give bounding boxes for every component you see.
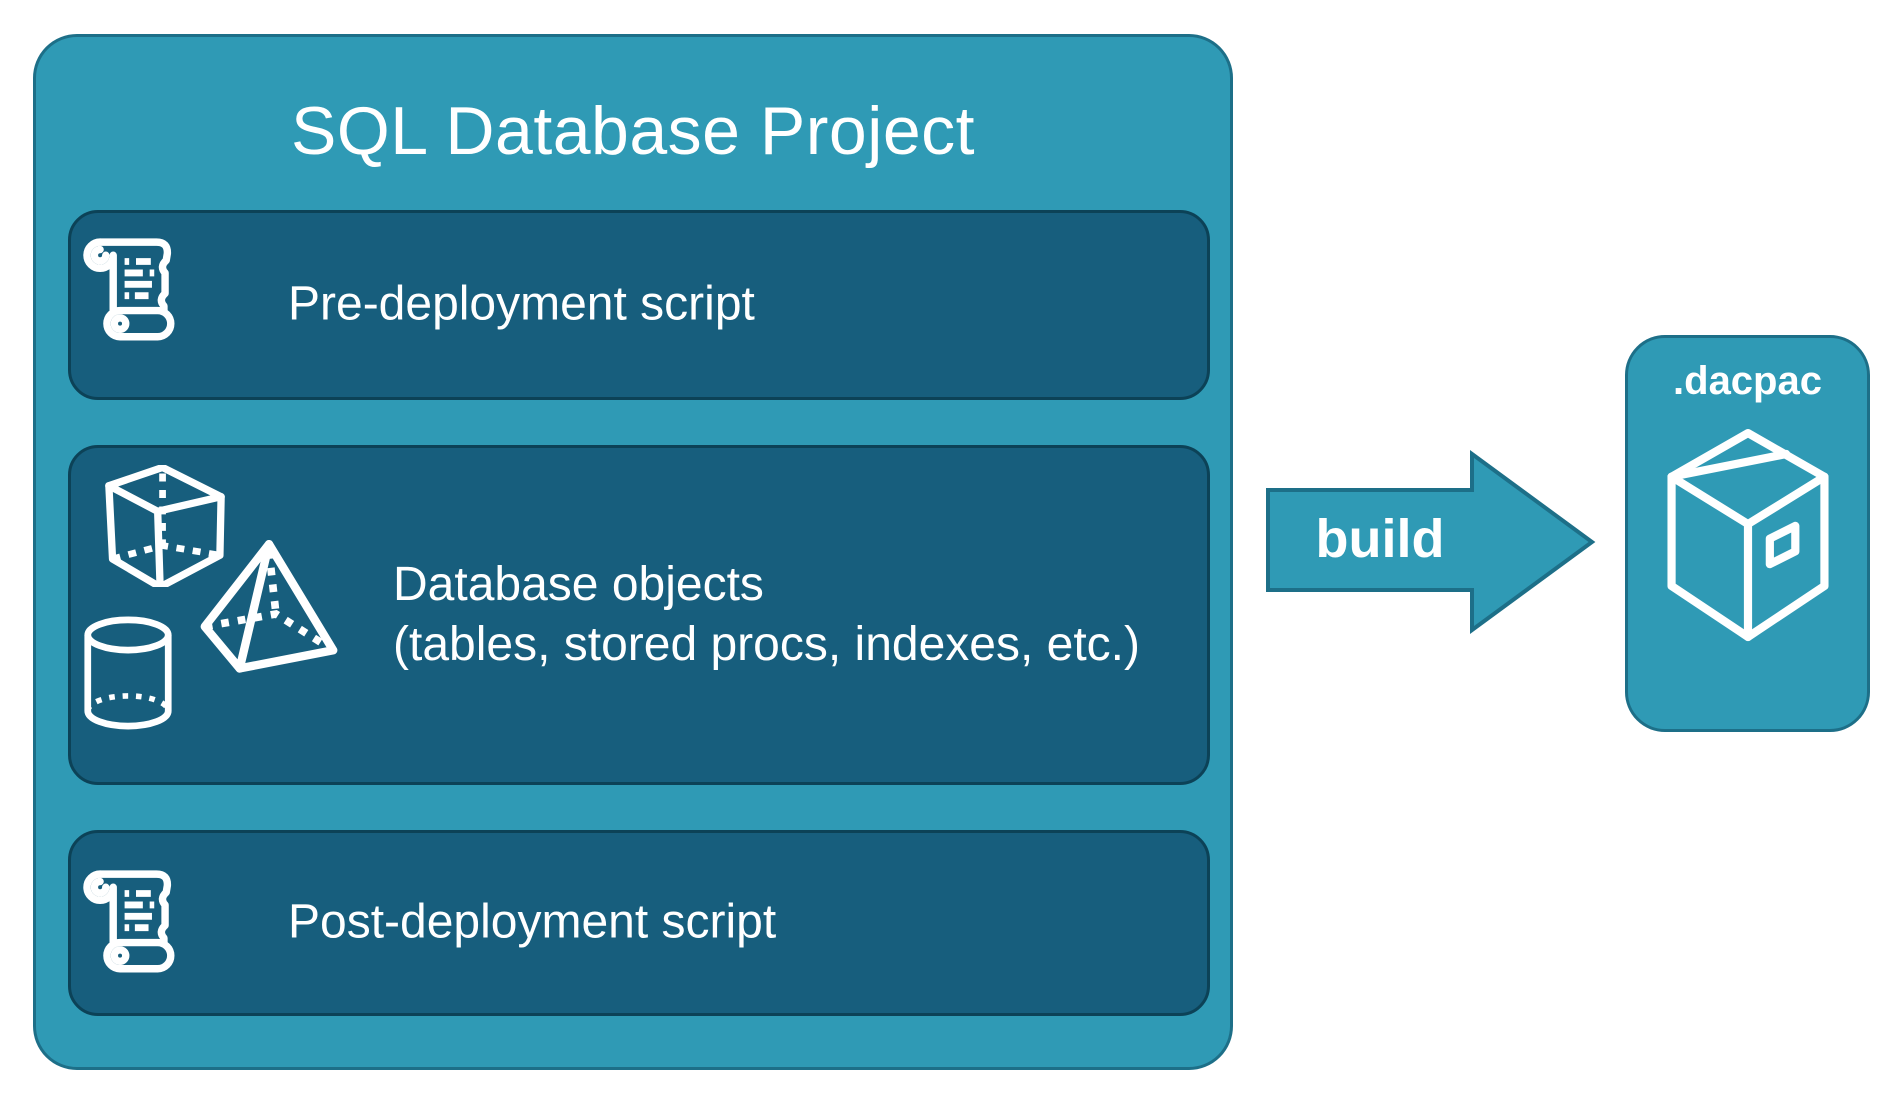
dacpac-box: .dacpac bbox=[1625, 335, 1870, 732]
post-deployment-label: Post-deployment script bbox=[288, 895, 777, 949]
build-label: build bbox=[1315, 509, 1445, 569]
package-icon bbox=[1666, 428, 1829, 642]
cylinder-icon bbox=[84, 616, 172, 730]
post-deployment-box: Post-deployment script bbox=[68, 830, 1210, 1016]
cube-icon bbox=[105, 465, 225, 587]
pre-deployment-box: Pre-deployment script bbox=[68, 210, 1210, 400]
scroll-icon bbox=[83, 238, 175, 341]
sql-database-project-box: SQL Database Project Pre-deploymen bbox=[33, 34, 1233, 1070]
database-objects-line2: (tables, stored procs, indexes, etc.) bbox=[393, 618, 1140, 671]
project-title: SQL Database Project bbox=[290, 93, 976, 169]
pre-deployment-label: Pre-deployment script bbox=[288, 277, 755, 331]
database-objects-line1: Database objects bbox=[393, 558, 764, 611]
pyramid-icon bbox=[200, 540, 338, 673]
database-objects-box: Database objects (tables, stored procs, … bbox=[68, 445, 1210, 785]
database-objects-label: Database objects (tables, stored procs, … bbox=[393, 555, 1140, 675]
scroll-icon bbox=[83, 870, 175, 973]
build-arrow bbox=[1266, 450, 1596, 634]
dacpac-title: .dacpac bbox=[1673, 359, 1822, 403]
